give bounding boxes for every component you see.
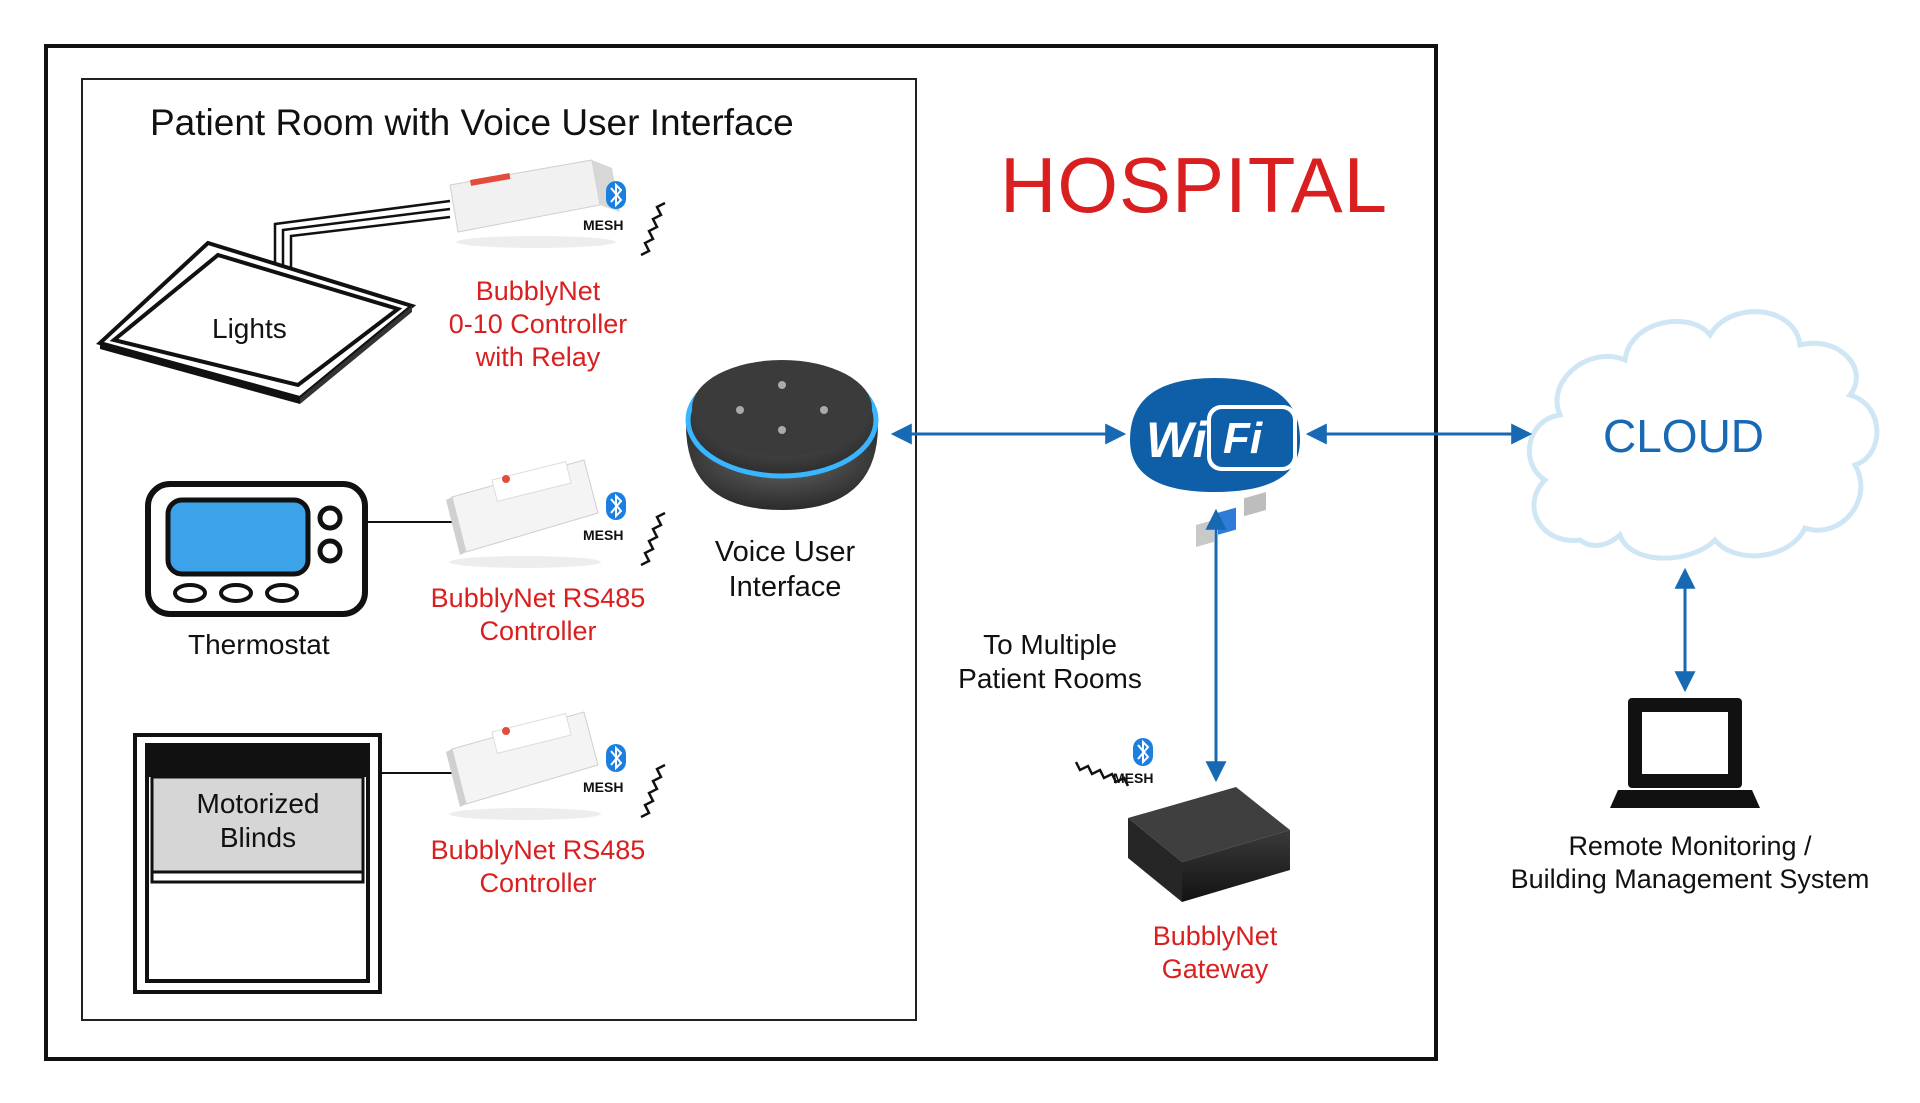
bluetooth-icon [606,492,626,520]
lights-controller-line3: with Relay [475,341,601,372]
blinds-controller-label: BubblyNet RS485 Controller [418,834,658,900]
remote-line1: Remote Monitoring / [1568,831,1812,861]
wireless-signal-icon [640,511,666,567]
thermostat-controller-line1: BubblyNet RS485 [430,583,646,613]
blinds-label: Motorized Blinds [168,787,348,855]
patient-room-boundary [81,78,917,1021]
mesh-label: MESH [1113,770,1154,786]
cloud-label: CLOUD [1603,410,1765,462]
voice-ui-line1: Voice User [714,536,856,568]
blinds-line1: Motorized [196,788,320,819]
blinds-controller-line1: BubblyNet RS485 [430,835,646,865]
multi-rooms-line1: To Multiple [983,629,1117,660]
thermostat-controller-label: BubblyNet RS485 Controller [418,582,658,648]
ceiling-light-icon [96,199,451,404]
gateway-label: BubblyNet Gateway [1110,920,1320,986]
voice-ui-label: Voice User Interface [690,535,880,606]
bluetooth-icon [606,181,626,209]
hospital-title: HOSPITAL [1000,141,1388,229]
wifi-logo-icon [1130,378,1300,492]
voice-ui-line2: Interface [728,571,842,604]
wifi-wi-text: Wi [1146,412,1207,468]
laptop-icon [1610,698,1760,808]
mesh-label: MESH [583,779,624,795]
gateway-line1: BubblyNet [1152,921,1278,951]
blinds-controller-device [446,711,601,820]
thermostat-icon [145,481,455,617]
blinds-icon [133,733,455,994]
lights-controller-line2: 0-10 Controller [448,308,628,339]
multi-rooms-line2: Patient Rooms [958,663,1142,695]
wireless-signal-icon [640,201,666,257]
blinds-controller-line2: Controller [479,867,597,898]
bluetooth-icon [606,744,626,772]
smart-speaker-icon [685,360,879,510]
wireless-signal-icon [640,763,666,819]
gateway-box-icon [1128,491,1290,902]
mesh-label: MESH [583,217,624,233]
lights-controller-label: BubblyNet 0-10 Controller with Relay [438,275,638,374]
lights-label: Lights [212,313,287,344]
cloud-icon [1527,309,1880,561]
wifi-fi-text: Fi [1223,414,1263,463]
gateway-line2: Gateway [1161,953,1269,984]
thermostat-controller-device [446,459,601,568]
lights-controller-device [449,159,620,248]
remote-line2: Building Management System [1510,863,1870,894]
patient-room-title: Patient Room with Voice User Interface [150,102,794,143]
blinds-line2: Blinds [219,822,297,854]
mesh-label: MESH [583,527,624,543]
thermostat-controller-line2: Controller [479,615,597,646]
wireless-signal-icon [1074,761,1130,787]
bluetooth-icon [1133,738,1153,766]
hospital-boundary [44,44,1438,1061]
remote-monitoring-label: Remote Monitoring / Building Management … [1490,830,1890,896]
thermostat-label: Thermostat [188,629,330,660]
lights-controller-line1: BubblyNet [475,276,601,306]
multi-rooms-label: To Multiple Patient Rooms [940,628,1160,696]
